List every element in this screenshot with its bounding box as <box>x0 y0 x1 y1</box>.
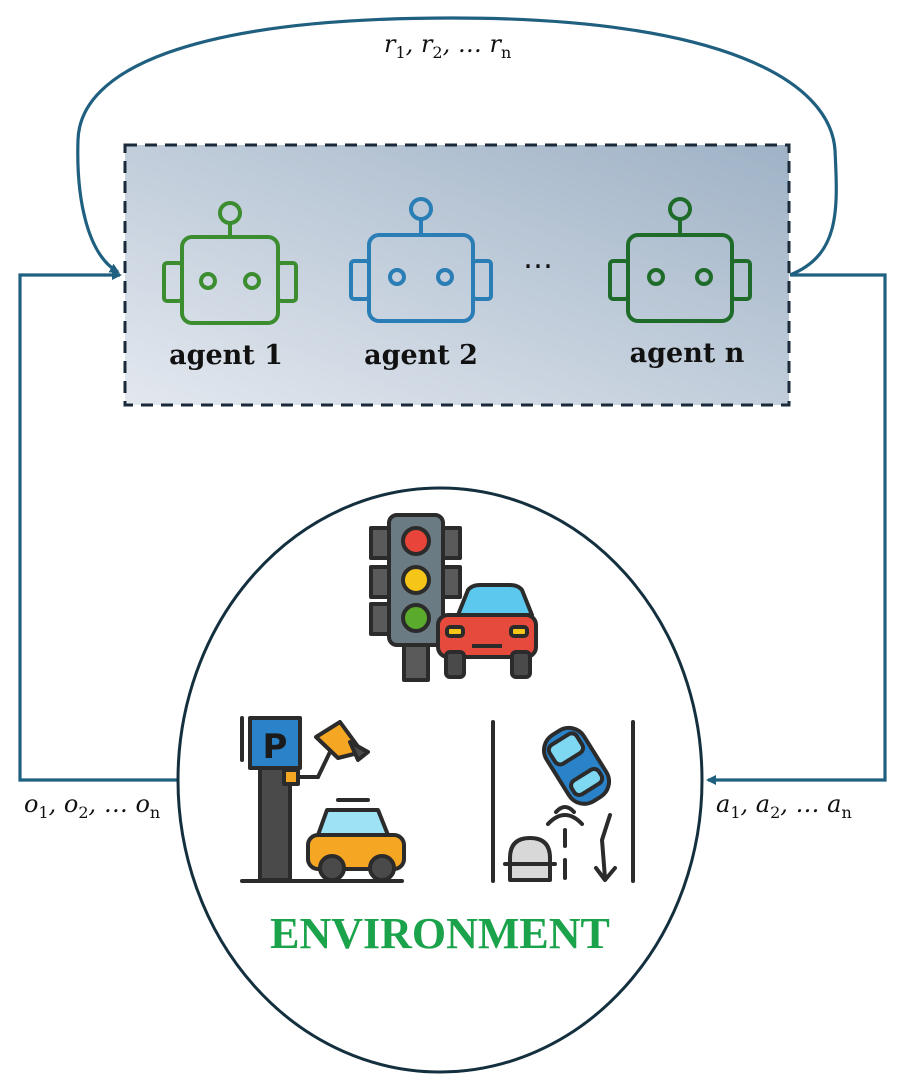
reward-arrow <box>76 16 838 277</box>
environment-ellipse <box>176 486 704 1074</box>
robot-icon <box>349 197 493 323</box>
agent-label: agent 2 <box>364 340 478 371</box>
road-sensor-icon <box>491 720 635 883</box>
agent-1: agent 1 <box>162 201 298 371</box>
agent-2: agent 2 <box>349 197 493 371</box>
observation-arrow <box>18 270 180 782</box>
action-label: a1, a2, … an <box>716 790 852 822</box>
agent-label: agent n <box>630 338 745 369</box>
robot-icon <box>608 197 752 323</box>
action-arrow <box>706 273 887 785</box>
agent-n: agent n <box>608 197 752 369</box>
parking-camera-icon: P <box>240 716 406 883</box>
robot-icon <box>162 201 298 325</box>
red-car-icon <box>436 583 538 679</box>
parking-sign-letter: P <box>263 727 288 767</box>
environment-title: ENVIRONMENT <box>270 909 610 958</box>
agents-box <box>123 143 791 407</box>
traffic-light-icon <box>369 513 462 682</box>
agents-ellipsis: … <box>523 241 553 276</box>
reward-label: r1, r2, … rn <box>384 30 511 62</box>
agent-label: agent 1 <box>169 340 283 371</box>
observation-label: o1, o2, … on <box>24 790 160 822</box>
